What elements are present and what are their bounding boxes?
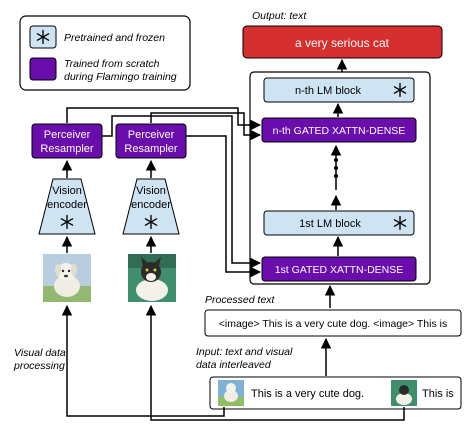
input-cat-thumbnail (391, 380, 417, 406)
visual-processing-line1: Visual data (14, 347, 66, 359)
input-caption-line1: Input: text and visual (196, 346, 293, 358)
nth-lm-block (263, 77, 415, 103)
processed-caption: Processed text (205, 294, 276, 306)
lm-stack-container (249, 71, 431, 285)
arrow-resampler2-to-nth-gated (150, 112, 262, 141)
perceiver-resampler-1-line1: Perceiver (44, 129, 91, 141)
cat-photo (128, 254, 176, 302)
vision-encoder-1-line1: Vision (52, 185, 82, 197)
vision-encoder-1-line2: encoder (47, 199, 87, 211)
perceiver-resampler-2 (115, 123, 187, 159)
nth-gated-xattn-block (261, 117, 417, 143)
input-text-1: This is a very cute dog. (251, 388, 364, 400)
perceiver-resampler-2-line2: Resampler (124, 143, 178, 155)
processed-text-box (204, 309, 462, 337)
ellipsis-dots (330, 144, 342, 190)
output-caption: Output: text (252, 10, 307, 22)
input-text-2: This is (422, 388, 454, 400)
first-lm-block (263, 210, 415, 236)
output-box (242, 25, 443, 59)
output-text: a very serious cat (295, 36, 390, 50)
perceiver-resampler-1-line2: Resampler (40, 143, 94, 155)
arrow-resampler1-to-nth-gated (66, 107, 262, 131)
first-lm-block-label: 1st LM block (299, 218, 361, 230)
input-caption-line2: data interleaved (196, 359, 272, 371)
input-dog-thumbnail (218, 380, 244, 406)
perceiver-resampler-1 (31, 123, 103, 159)
legend-box (19, 15, 191, 91)
legend-trained-swatch (29, 57, 57, 81)
legend-trained-label-line1: Trained from scratch (64, 58, 160, 70)
first-gated-xattn-label: 1st GATED XATTN-DENSE (275, 264, 404, 276)
legend-trained-label-line2: during Flamingo training (64, 71, 177, 83)
visual-processing-line2: processing (13, 360, 65, 372)
arrow-input-cat-to-cat-photo (145, 304, 405, 421)
vision-encoder-2 (122, 178, 180, 235)
processed-text: <image> This is a very cute dog. <image>… (219, 318, 447, 330)
legend-frozen-label: Pretrained and frozen (64, 32, 165, 44)
nth-lm-block-label: n-th LM block (295, 85, 362, 97)
dog-photo (43, 254, 91, 302)
nth-gated-xattn-label: n-th GATED XATTN-DENSE (273, 125, 406, 137)
vision-encoder-2-line1: Vision (136, 185, 166, 197)
arrow-input-dog-to-dog-photo (61, 304, 225, 417)
arrow-resampler2-to-first-gated (186, 135, 262, 278)
first-gated-xattn-block (261, 256, 417, 282)
vision-encoder-2-line2: encoder (131, 199, 171, 211)
vision-encoder-1 (38, 178, 96, 235)
arrow-resampler1-to-first-gated (102, 115, 262, 269)
perceiver-resampler-2-line1: Perceiver (128, 129, 175, 141)
legend: Pretrained and frozen Trained from scrat… (19, 15, 191, 91)
